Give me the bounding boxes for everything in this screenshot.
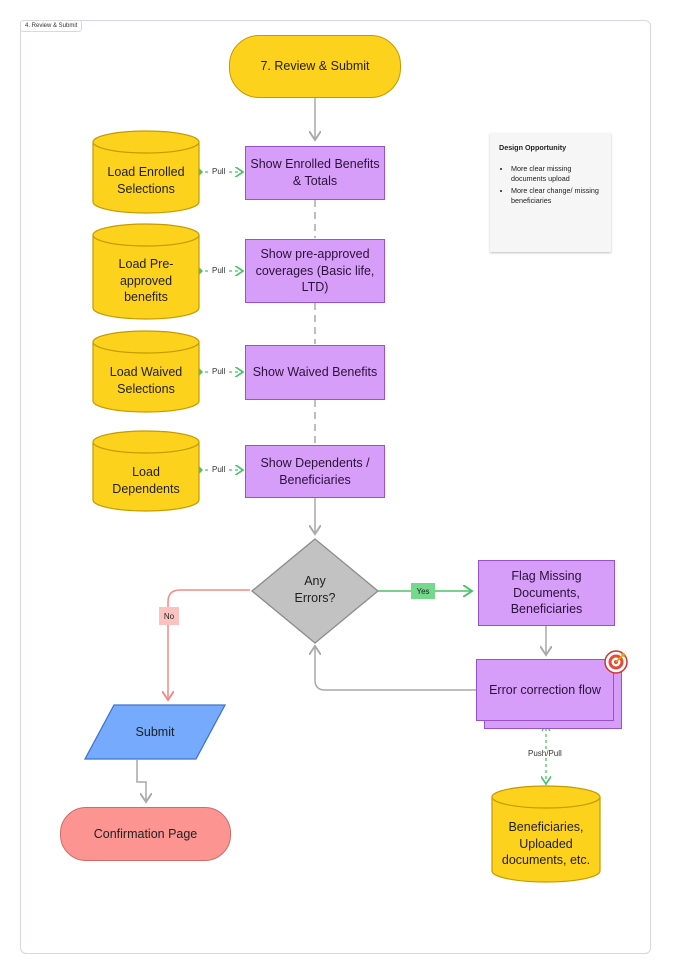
show-dependents-node: Show Dependents / Beneficiaries [245, 445, 385, 498]
show-waived-node: Show Waived Benefits [245, 345, 385, 400]
confirmation-label: Confirmation Page [93, 826, 198, 841]
decision-node [250, 538, 380, 644]
pull-label-2: Pull [210, 266, 228, 275]
frame-title: 4. Review & Submit [20, 20, 83, 32]
show-enrolled-node: Show Enrolled Benefits & Totals [245, 146, 385, 200]
note-title: Design Opportunity [499, 143, 567, 152]
cylinder-icon [92, 330, 200, 413]
datastore-enrolled: Load Enrolled Selections [92, 130, 200, 214]
flag-missing-node: Flag Missing Documents, Beneficiaries [478, 560, 615, 626]
datastore-dependents: Load Dependents [92, 430, 200, 512]
design-opportunity-note: Design Opportunity More clear missing do… [490, 133, 611, 252]
show-enrolled-label: Show Enrolled Benefits & Totals [250, 157, 380, 188]
pull-edges [199, 172, 243, 470]
datastore-waived: Load Waived Selections [92, 330, 200, 413]
datastore-waived-label: Load Waived Selections [109, 365, 183, 396]
cylinder-icon [92, 130, 200, 214]
note-item: More clear missing documents upload [511, 164, 602, 183]
submit-label: Submit [135, 724, 175, 739]
pull-label-3: Pull [210, 367, 228, 376]
show-dependents-label: Show Dependents / Beneficiaries [260, 455, 370, 487]
no-badge: No [159, 607, 179, 625]
cylinder-icon [92, 430, 200, 512]
datastore-dependents-label: Load Dependents [112, 465, 180, 496]
note-item: More clear change/ missing beneficiaries [511, 186, 602, 205]
edge-submit-confirmation [136, 760, 146, 802]
start-node-label: 7. Review & Submit [260, 59, 370, 74]
show-preapproved-label: Show pre-approved coverages (Basic life,… [255, 246, 375, 295]
push-pull-label: Push/Pull [526, 749, 564, 758]
start-node: 7. Review & Submit [229, 35, 401, 98]
submit-node [84, 704, 226, 760]
datastore-preapproved-label: Load Pre-approved benefits [118, 256, 174, 305]
edge-no [168, 589, 250, 700]
diagram-frame [20, 20, 651, 954]
show-waived-label: Show Waived Benefits [252, 365, 378, 380]
datastore-preapproved: Load Pre-approved benefits [92, 223, 200, 320]
datastore-beneficiaries: Beneficiaries, Uploaded documents, etc. [491, 785, 601, 883]
target-icon [604, 650, 628, 674]
note-list: More clear missing documents upload More… [499, 164, 602, 206]
datastore-beneficiaries-label: Beneficiaries, Uploaded documents, etc. [501, 819, 591, 868]
show-preapproved-node: Show pre-approved coverages (Basic life,… [245, 239, 385, 303]
decision-label: Any Errors? [294, 574, 336, 605]
yes-badge: Yes [411, 583, 435, 599]
error-flow-node: Error correction flow [476, 659, 614, 721]
datastore-enrolled-label: Load Enrolled Selections [107, 165, 185, 196]
error-flow-label: Error correction flow [489, 682, 601, 697]
confirmation-node: Confirmation Page [60, 807, 231, 861]
pull-label-4: Pull [210, 465, 228, 474]
pull-label-1: Pull [210, 167, 228, 176]
cylinder-icon [491, 785, 601, 883]
cylinder-icon [92, 223, 200, 320]
flag-missing-label: Flag Missing Documents, Beneficiaries [510, 568, 583, 617]
edge-error-decision [315, 646, 476, 691]
